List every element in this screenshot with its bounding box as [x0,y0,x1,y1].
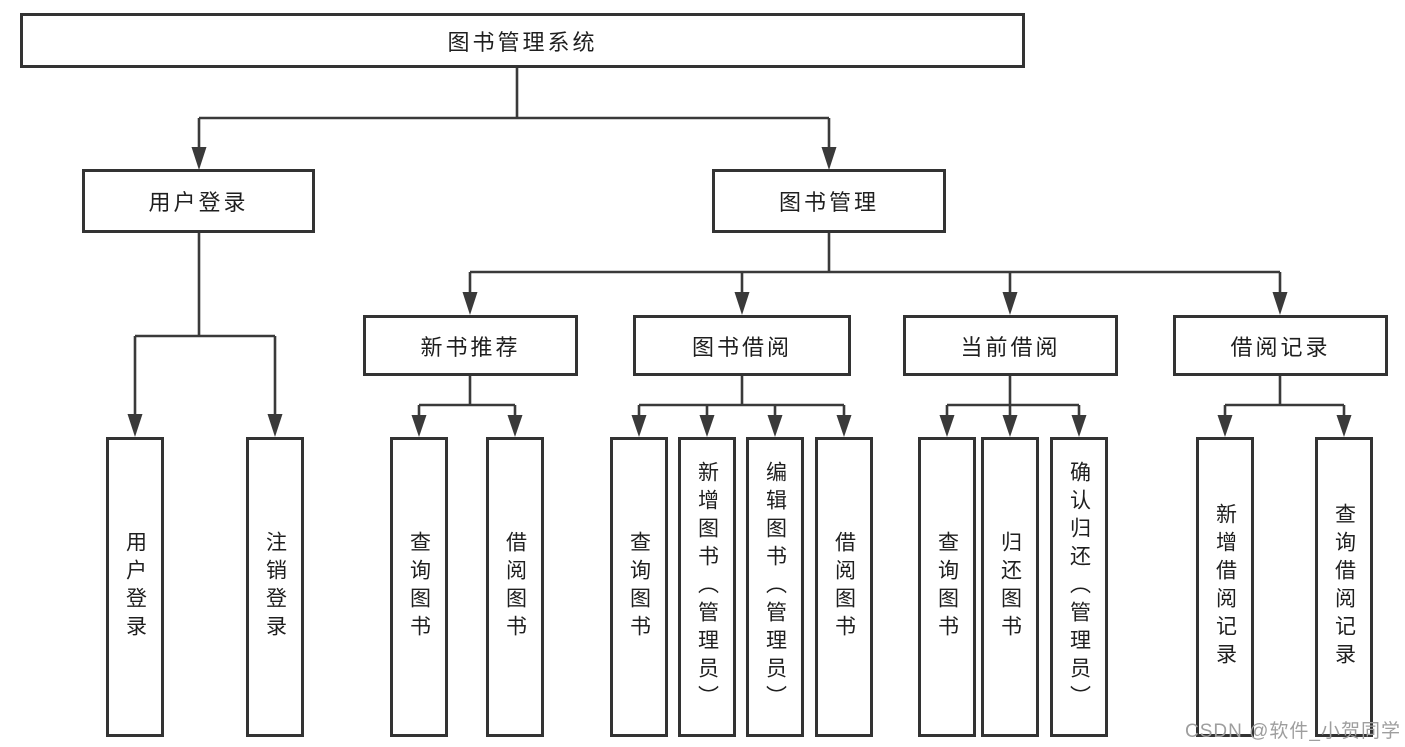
user-login-fork [127,233,283,437]
borrow-record-fork [1217,376,1352,437]
leaf-borrow-books: 借阅图书 [815,437,873,737]
node-current-borrow: 当前借阅 [903,315,1118,376]
leaf-add-borrow-record: 新增借阅记录 [1196,437,1254,737]
leaf-add-books-admin: 新增图书（管理员） [678,437,736,737]
leaf-return-books: 归还图书 [981,437,1039,737]
leaf-query-books-current: 查询图书 [918,437,976,737]
watermark-text: CSDN @软件_小贺同学 [1185,721,1401,742]
leaf-query-books-borrow: 查询图书 [610,437,668,737]
node-borrow-record: 借阅记录 [1173,315,1388,376]
node-book-management: 图书管理 [712,169,946,233]
leaf-edit-books-admin: 编辑图书（管理员） [746,437,804,737]
book-management-fork [462,233,1288,315]
node-new-book-recommend: 新书推荐 [363,315,578,376]
book-borrow-fork [631,376,852,437]
leaf-logout: 注销登录 [246,437,304,737]
leaf-query-books-recommend: 查询图书 [390,437,448,737]
leaf-confirm-return-admin: 确认归还（管理员） [1050,437,1108,737]
node-root: 图书管理系统 [20,13,1025,68]
leaf-query-borrow-record: 查询借阅记录 [1315,437,1373,737]
leaf-borrow-books-recommend: 借阅图书 [486,437,544,737]
node-user-login: 用户登录 [82,169,315,233]
node-book-borrow: 图书借阅 [633,315,851,376]
new-book-recommend-fork [411,376,523,437]
current-borrow-fork [939,376,1087,437]
leaf-user-login: 用户登录 [106,437,164,737]
root-fork [191,68,837,170]
